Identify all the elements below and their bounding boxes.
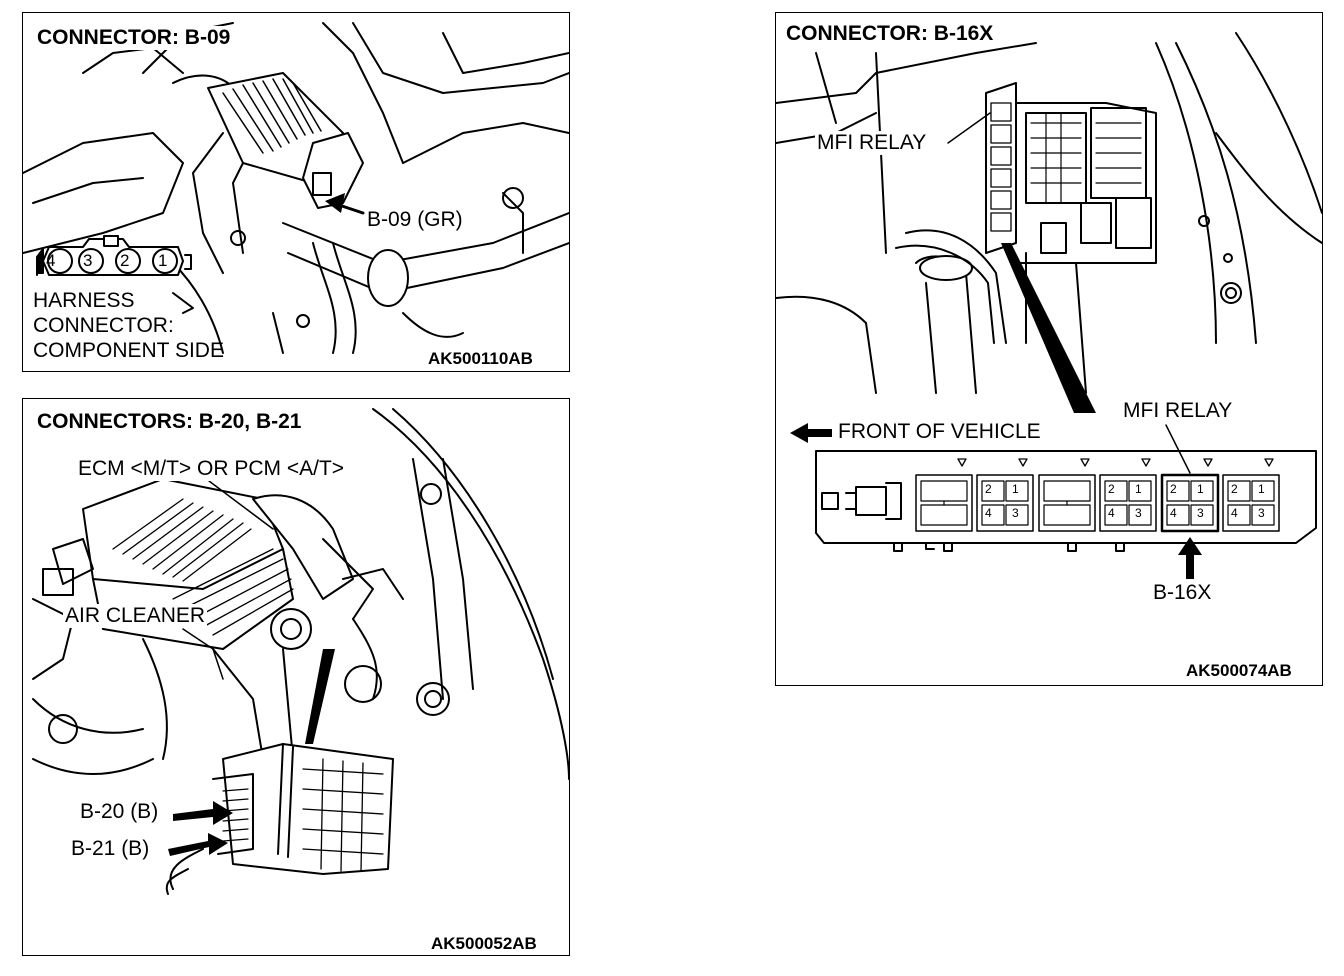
pin-3-label: 3 <box>83 251 93 270</box>
connector-callout-b09: B-09 (GR) <box>365 208 465 233</box>
panel-connectors-b20-b21: CONNECTORS: B-20, B-21 ECM <M/T> OR PCM … <box>22 398 570 956</box>
pin-1-label: 1 <box>158 251 168 270</box>
harness-label-line1: HARNESS <box>33 289 135 312</box>
mfi-slot-pin-3: 3 <box>1197 506 1204 520</box>
figure-code: AK500052AB <box>431 934 537 953</box>
slot2-pin-1: 1 <box>1012 482 1019 496</box>
slot4-pin-2: 2 <box>1108 482 1115 496</box>
slot2-pin-4: 4 <box>985 506 992 520</box>
relay-box-illustration <box>776 32 1322 579</box>
connector-label-b16x: B-16X <box>1153 581 1212 604</box>
slot6-pin-1: 1 <box>1258 482 1265 496</box>
slot6-pin-4: 4 <box>1231 506 1238 520</box>
relay-block <box>985 82 1157 394</box>
panel-title: CONNECTORS: B-20, B-21 <box>35 410 304 434</box>
air-cleaner-label: AIR CLEANER <box>63 604 208 629</box>
front-of-vehicle-label: FRONT OF VEHICLE <box>838 420 1041 443</box>
panel-connector-b09: CONNECTOR: B-09 B-09 (GR) 4 3 2 1 HARNES… <box>22 12 570 372</box>
engine-bay-illustration-b09 <box>23 22 569 354</box>
mfi-relay-label-top: MFI RELAY <box>815 131 929 156</box>
panel-title: CONNECTOR: B-09 <box>35 26 233 50</box>
mfi-slot-pin-1: 1 <box>1197 482 1204 496</box>
slot2-pin-3: 3 <box>1012 506 1019 520</box>
slot6-pin-3: 3 <box>1258 506 1265 520</box>
figure-code: AK500110AB <box>428 349 533 368</box>
slot4-pin-3: 3 <box>1135 506 1142 520</box>
slot6-pin-2: 2 <box>1231 482 1238 496</box>
harness-label-line2: CONNECTOR: <box>33 314 174 337</box>
mfi-slot-pin-2: 2 <box>1170 482 1177 496</box>
figure-code: AK500074AB <box>1186 661 1292 680</box>
engine-bay-illustration-ecm <box>32 408 569 895</box>
slot2-pin-2: 2 <box>985 482 992 496</box>
pin-4-label: 4 <box>46 251 56 270</box>
mfi-relay-label-detail: MFI RELAY <box>1123 399 1233 422</box>
harness-label-line3: COMPONENT SIDE <box>33 339 224 362</box>
mfi-slot-pin-4: 4 <box>1170 506 1177 520</box>
connector-label-b20: B-20 (B) <box>80 800 159 823</box>
ecm-pcm-label: ECM <M/T> OR PCM <A/T> <box>76 457 347 482</box>
relay-slots <box>915 458 1280 533</box>
panel-title: CONNECTOR: B-16X <box>784 22 996 46</box>
harness-connector-4pin-symbol <box>36 235 192 276</box>
slot4-pin-4: 4 <box>1108 506 1115 520</box>
pin-2-label: 2 <box>120 251 130 270</box>
connector-label-b21: B-21 (B) <box>71 837 150 860</box>
ecm-pcm-module <box>165 743 394 895</box>
panel-connector-b16x: CONNECTOR: B-16X MFI RELAY MFI RELAY FRO… <box>775 12 1323 686</box>
slot4-pin-1: 1 <box>1135 482 1142 496</box>
